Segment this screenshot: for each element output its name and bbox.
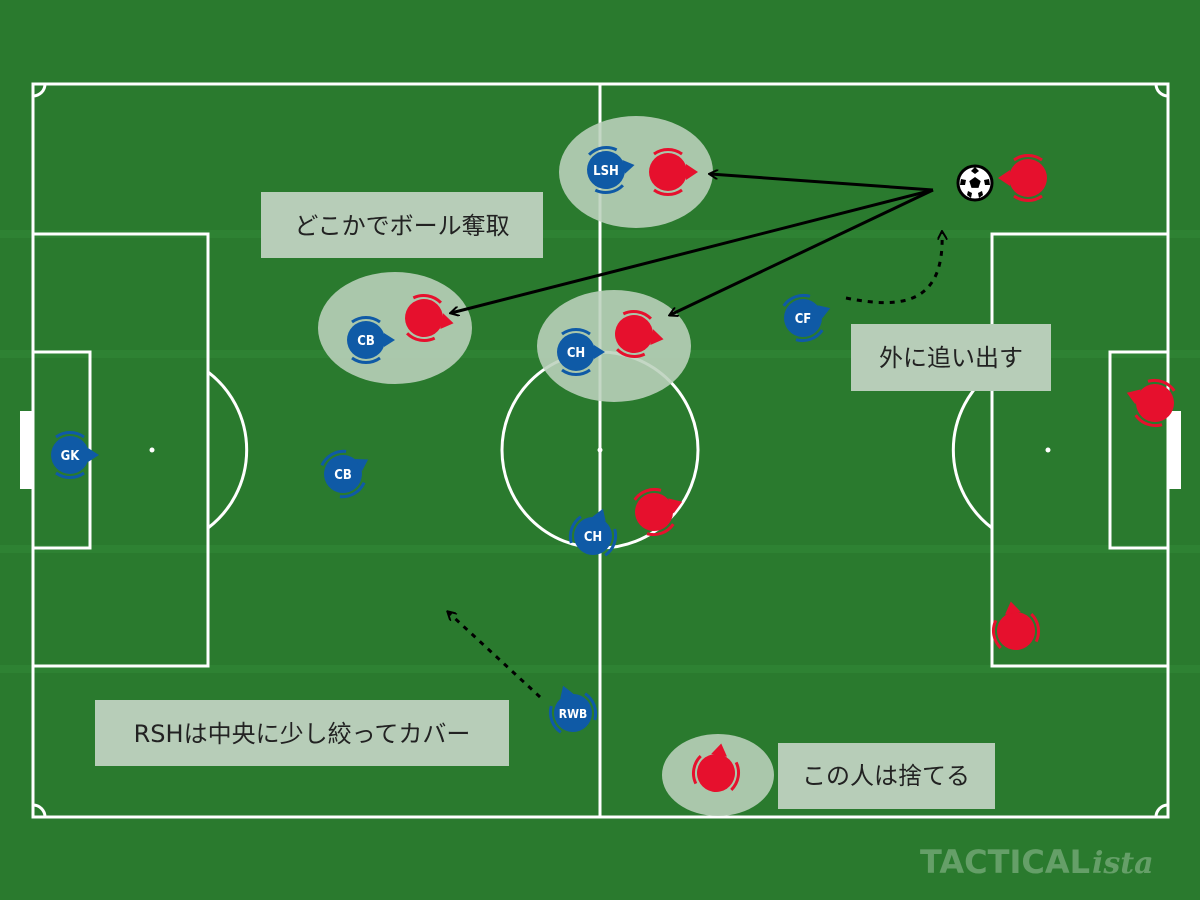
note-win-ball: どこかでボール奪取 <box>261 192 543 258</box>
home-player-cb-bottom: CB <box>320 449 369 499</box>
home-player-ch-top-label: CH <box>567 346 585 361</box>
away-player-right-low <box>991 601 1041 650</box>
away-player-ball-carrier <box>998 153 1047 203</box>
home-player-cf: CF <box>782 293 831 343</box>
home-player-gk-label: GK <box>61 449 81 464</box>
away-player-keeper <box>1126 378 1176 428</box>
home-player-rwb-label: RWB <box>559 707 587 721</box>
arrow-to-cb-mark <box>451 188 934 313</box>
away-player-ignored <box>691 743 741 792</box>
centre-spot <box>597 447 603 453</box>
note-ignore: この人は捨てる <box>778 743 995 809</box>
away-player-cb-mark <box>405 293 454 343</box>
soccer-ball-icon <box>956 164 994 202</box>
home-player-cb-top-label: CB <box>357 334 375 349</box>
corner-arc-br <box>1154 803 1169 818</box>
away-player-lsh-mark <box>649 147 698 197</box>
home-player-cb-bottom-label: CB <box>334 468 352 483</box>
note-ignore-text: この人は捨てる <box>802 762 970 790</box>
right-penalty-spot <box>1045 447 1051 453</box>
arrow-to-ch-mark <box>670 188 934 315</box>
brand-watermark: TACTICAL ista <box>920 843 1154 881</box>
left-penalty-spot <box>149 447 155 453</box>
home-player-lsh-label: LSH <box>593 164 619 179</box>
away-player-ch-mark <box>615 309 664 359</box>
note-force-out-text: 外に追い出す <box>879 344 1023 372</box>
corner-arc-tr <box>1154 83 1169 98</box>
home-player-ch-bottom-label: CH <box>584 530 602 545</box>
note-win-ball-text: どこかでボール奪取 <box>294 212 509 240</box>
home-player-cf-label: CF <box>795 312 812 327</box>
left-goal <box>20 411 33 489</box>
brand-watermark-main: TACTICAL <box>920 843 1090 881</box>
note-rsh-cover-text: RSHは中央に少し絞ってカバー <box>134 720 471 748</box>
corner-arc-tl <box>32 83 47 98</box>
right-goal <box>1168 411 1181 489</box>
away-player-centre <box>633 487 683 537</box>
home-player-ch-top: CH <box>557 327 605 377</box>
corner-arc-bl <box>32 803 47 818</box>
left-penalty-arc <box>207 370 249 530</box>
home-player-gk: GK <box>51 430 99 480</box>
run-arrows <box>448 232 942 699</box>
note-force-out: 外に追い出す <box>851 324 1051 391</box>
brand-watermark-suffix: ista <box>1092 846 1154 881</box>
arrow-to-lsh-mark <box>710 174 934 192</box>
cf-press-curve <box>845 232 942 305</box>
note-rsh-cover: RSHは中央に少し絞ってカバー <box>95 700 509 766</box>
home-player-rwb: RWB <box>548 685 598 734</box>
home-player-cb-top: CB <box>347 315 395 365</box>
bubble-lsh <box>559 116 713 228</box>
home-player-ch-bottom: CH <box>568 508 618 557</box>
bubble-cb <box>318 272 472 384</box>
pass-arrows <box>451 174 934 315</box>
home-player-lsh: LSH <box>587 145 635 195</box>
